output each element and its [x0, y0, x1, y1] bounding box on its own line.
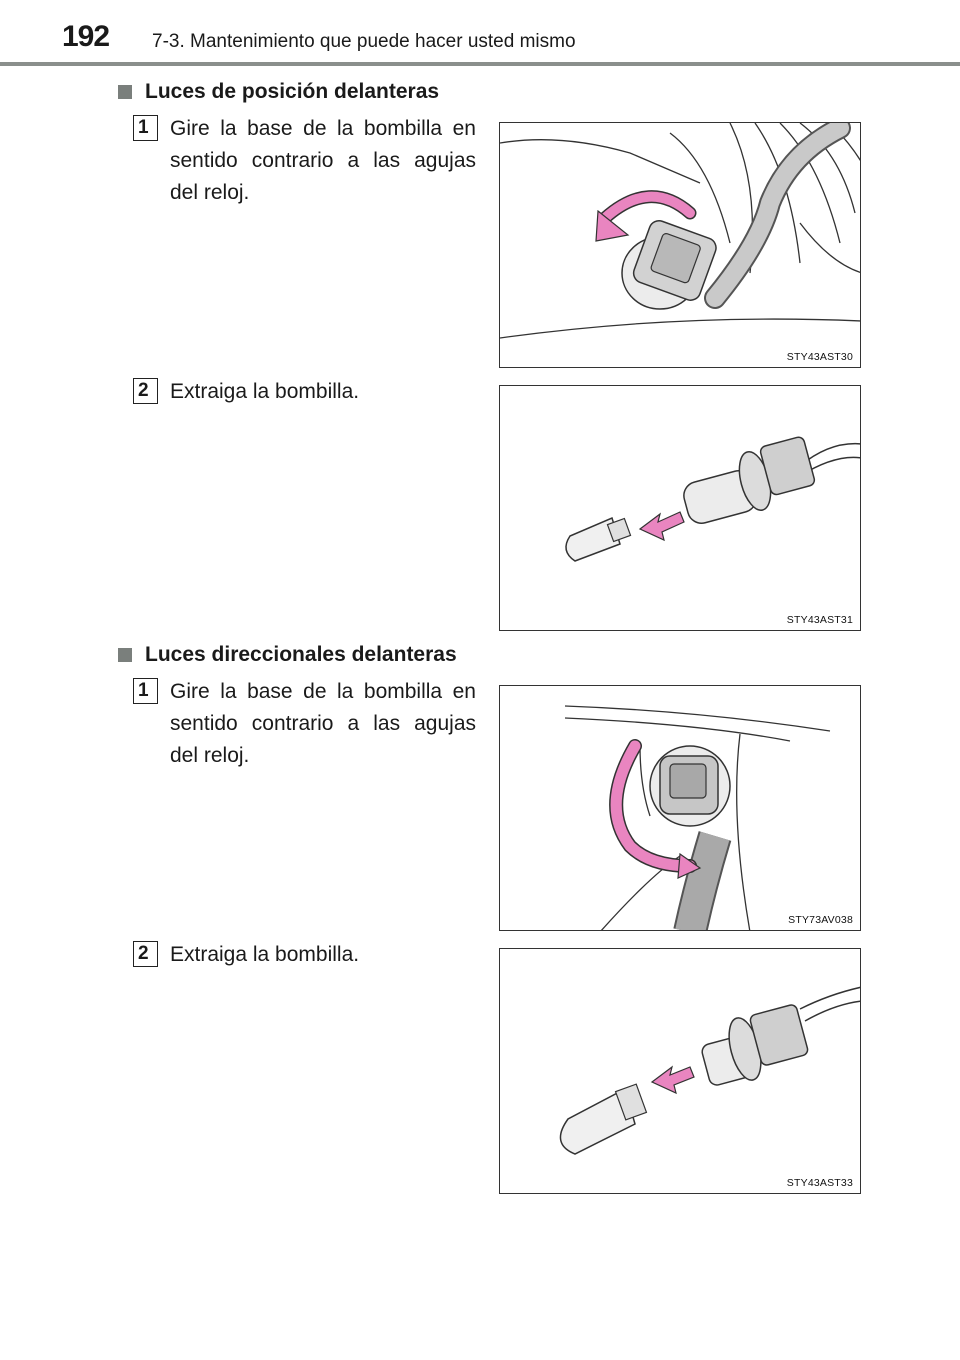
step-instruction: Gire la base de la bombilla en sentido c…	[170, 680, 476, 767]
figure-remove-bulb-position: STY43AST31	[499, 385, 861, 631]
figure-code: STY43AST31	[786, 614, 853, 626]
section-heading-position-lights: Luces de posición delanteras	[118, 80, 439, 104]
step-badge: 1	[133, 677, 158, 704]
step-instruction: Gire la base de la bombilla en sentido c…	[170, 117, 476, 204]
figure-rotate-socket-position: STY43AST30	[499, 122, 861, 368]
chapter-title: 7-3. Mantenimiento que puede hacer usted…	[152, 31, 576, 52]
page-number: 192	[62, 20, 110, 53]
heading-square-icon	[118, 85, 132, 99]
header-rule	[0, 62, 960, 66]
step-badge: 2	[133, 940, 158, 967]
figure-code: STY43AST30	[786, 351, 853, 363]
figure-remove-bulb-turn: STY43AST33	[499, 948, 861, 1194]
figure-rotate-socket-turn: STY73AV038	[499, 685, 861, 931]
section-heading-turn-signals: Luces direccionales delanteras	[118, 643, 457, 667]
figure-code: STY43AST33	[786, 1177, 853, 1189]
step-badge: 2	[133, 377, 158, 404]
section-heading-text: Luces direccionales delanteras	[145, 643, 457, 666]
step-instruction: Extraiga la bombilla.	[170, 943, 360, 966]
figure-code: STY73AV038	[788, 914, 853, 926]
section-heading-text: Luces de posición delanteras	[145, 80, 440, 103]
step-instruction: Extraiga la bombilla.	[170, 380, 360, 403]
heading-square-icon	[118, 648, 132, 662]
step-badge: 1	[133, 114, 158, 141]
